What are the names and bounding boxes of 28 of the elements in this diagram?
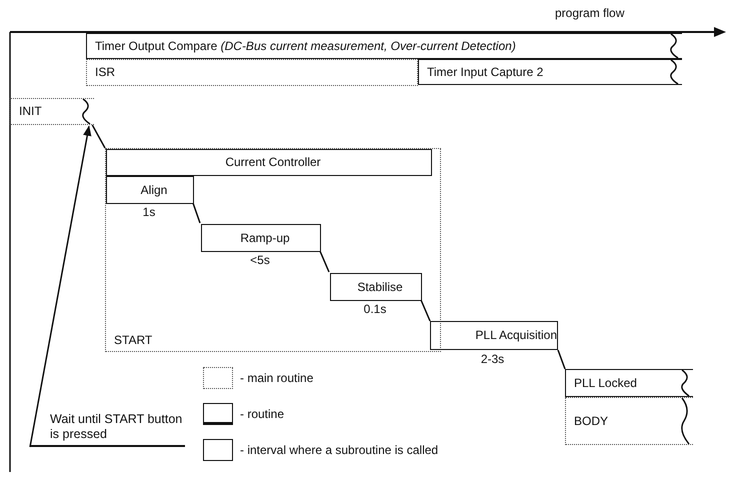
duration-label: 1s bbox=[142, 205, 156, 219]
duration-label: <5s bbox=[249, 253, 271, 267]
legend-text: - main routine bbox=[240, 371, 314, 385]
connector bbox=[92, 124, 106, 148]
connector bbox=[29, 125, 92, 448]
routine-box: Current Controller bbox=[106, 149, 432, 176]
routine-box: Stabilise bbox=[330, 273, 422, 301]
duration-label: 2-3s bbox=[480, 352, 506, 366]
legend-text: - routine bbox=[240, 407, 284, 421]
duration-label: 0.1s bbox=[362, 302, 388, 316]
note-text: Wait until START button is pressed bbox=[30, 408, 185, 447]
routine-box: PLL Acquisition bbox=[430, 321, 558, 350]
routine-box: Ramp-up bbox=[201, 224, 321, 252]
legend-text: - interval where a subroutine is called bbox=[240, 443, 438, 457]
routine-box: Timer Input Capture 2 bbox=[418, 59, 682, 85]
connector bbox=[420, 300, 431, 322]
routine-box: PLL Locked bbox=[565, 369, 693, 397]
connector bbox=[192, 202, 201, 224]
main-routine-box bbox=[105, 148, 441, 352]
routine-box: Align bbox=[106, 176, 194, 204]
main-routine-box: ISR bbox=[86, 59, 418, 86]
routine-box: Timer Output Compare (DC-Bus current measurement, Over-current Detection) bbox=[86, 33, 682, 59]
axis-label: program flow bbox=[555, 6, 624, 20]
connector bbox=[319, 250, 330, 272]
main-routine-box: BODY bbox=[565, 397, 693, 445]
group-title: START bbox=[114, 332, 152, 347]
main-routine-box: INIT bbox=[10, 98, 94, 125]
connector bbox=[557, 350, 566, 370]
